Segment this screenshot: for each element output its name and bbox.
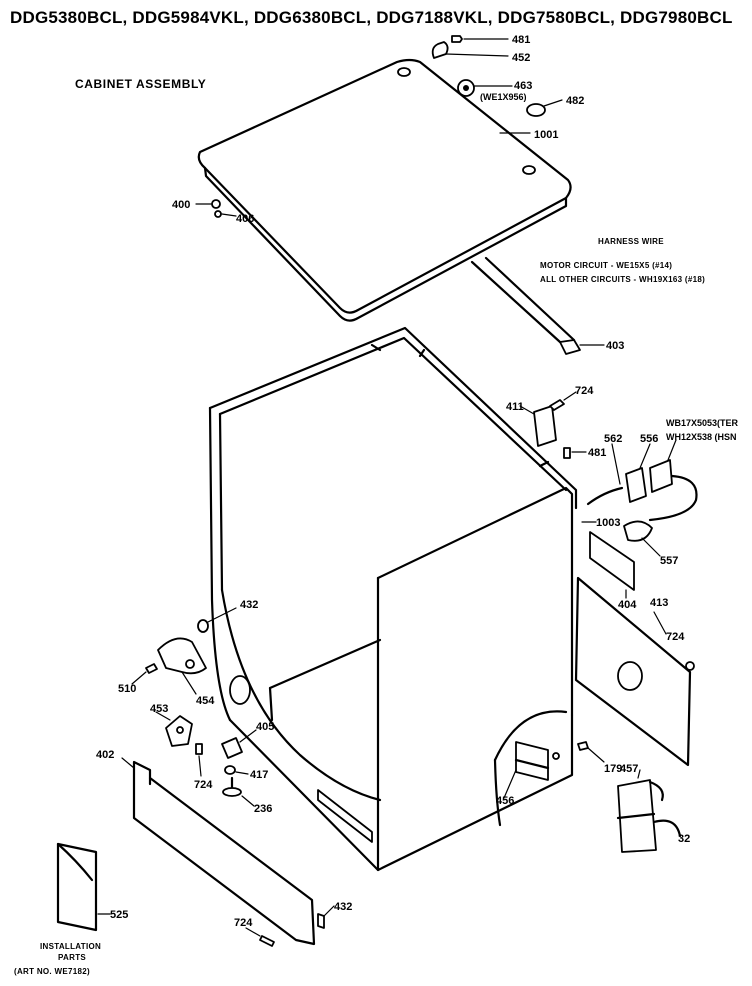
- bracket-453: [155, 711, 193, 747]
- label-463: 463: [514, 80, 532, 92]
- label-724-a: 724: [575, 385, 594, 397]
- top-panel: [197, 58, 572, 322]
- label-482: 482: [566, 95, 584, 107]
- label-525: 525: [110, 909, 128, 921]
- label-32: 32: [678, 833, 690, 845]
- harness-wire-403: [470, 256, 605, 355]
- label-562: 562: [604, 433, 622, 445]
- label-456: 456: [496, 795, 514, 807]
- label-404: 404: [618, 599, 637, 611]
- label-417: 417: [250, 769, 268, 781]
- label-411: [519, 405, 557, 447]
- label-556: 556: [640, 433, 658, 445]
- plug-482: [526, 99, 563, 117]
- screw-724-d: [245, 927, 275, 947]
- connector-wb17: [649, 439, 677, 493]
- label-405: 405: [256, 721, 274, 733]
- label-432-b: 432: [334, 901, 352, 913]
- label-481-b: 481: [588, 447, 606, 459]
- diagram-subtitle: CABINET ASSEMBLY: [75, 77, 207, 91]
- screw-481-b: [563, 447, 587, 459]
- harness-note-line1: MOTOR CIRCUIT - WE15X5 (#14): [540, 261, 672, 270]
- screw-400-406: [195, 199, 237, 218]
- bracket-1003: [581, 521, 635, 599]
- bracket-405: [221, 729, 257, 759]
- screw-724-c: [195, 743, 203, 777]
- label-wb17: WB17X5053(TER: [666, 418, 739, 428]
- screw-724-a: [549, 391, 577, 411]
- label-1003: 1003: [596, 517, 620, 529]
- label-411: 411: [506, 401, 524, 413]
- label-457: 457: [620, 763, 638, 775]
- label-452: 452: [512, 52, 530, 64]
- screw-481-top: [451, 35, 509, 43]
- label-463-sub: (WE1X956): [480, 92, 527, 102]
- label-724-b: 724: [666, 631, 685, 643]
- label-481-top: 481: [512, 34, 530, 46]
- back-panel-413: [574, 576, 695, 767]
- label-510: 510: [118, 683, 136, 695]
- screw-179: [577, 741, 605, 763]
- installation-parts-booklet: [56, 842, 111, 932]
- terminal-556: [625, 443, 651, 503]
- label-wh12: WH12X538 (HSN: [666, 432, 737, 442]
- label-1001: 1001: [534, 129, 558, 141]
- washer-417: [224, 765, 249, 775]
- knob-463: [457, 79, 513, 97]
- label-402: 402: [96, 749, 114, 761]
- label-724-d: 724: [234, 917, 253, 929]
- installation-line3: (ART NO. WE7182): [14, 967, 90, 976]
- label-403: 403: [606, 340, 624, 352]
- label-432-a: 432: [240, 599, 258, 611]
- screw-510: [131, 663, 158, 685]
- label-724-c: 724: [194, 779, 213, 791]
- label-236: 236: [254, 803, 272, 815]
- harness-note-line2: ALL OTHER CIRCUITS - WH19X163 (#18): [540, 275, 705, 284]
- harness-note-title: HARNESS WIRE: [598, 237, 664, 246]
- label-454: 454: [196, 695, 215, 707]
- label-179: 179: [604, 763, 622, 775]
- label-400: 400: [172, 199, 190, 211]
- cabinet-body: [208, 326, 578, 872]
- installation-line1: INSTALLATION: [40, 942, 101, 951]
- clip-432-a: [197, 607, 237, 633]
- installation-line2: PARTS: [58, 953, 86, 962]
- label-413: 413: [650, 597, 668, 609]
- kickplate-402: [121, 757, 335, 946]
- label-406: 406: [236, 213, 254, 225]
- wire-562: [586, 443, 624, 506]
- label-557: 557: [660, 555, 678, 567]
- terminal-block-457: [616, 769, 682, 853]
- bracket-454: [157, 637, 207, 695]
- cord-557: [623, 474, 698, 557]
- label-453: 453: [150, 703, 168, 715]
- clip-452: [431, 41, 509, 59]
- leveling-leg-236: [222, 776, 255, 807]
- page-title: DDG5380BCL, DDG5984VKL, DDG6380BCL, DDG7…: [10, 8, 733, 27]
